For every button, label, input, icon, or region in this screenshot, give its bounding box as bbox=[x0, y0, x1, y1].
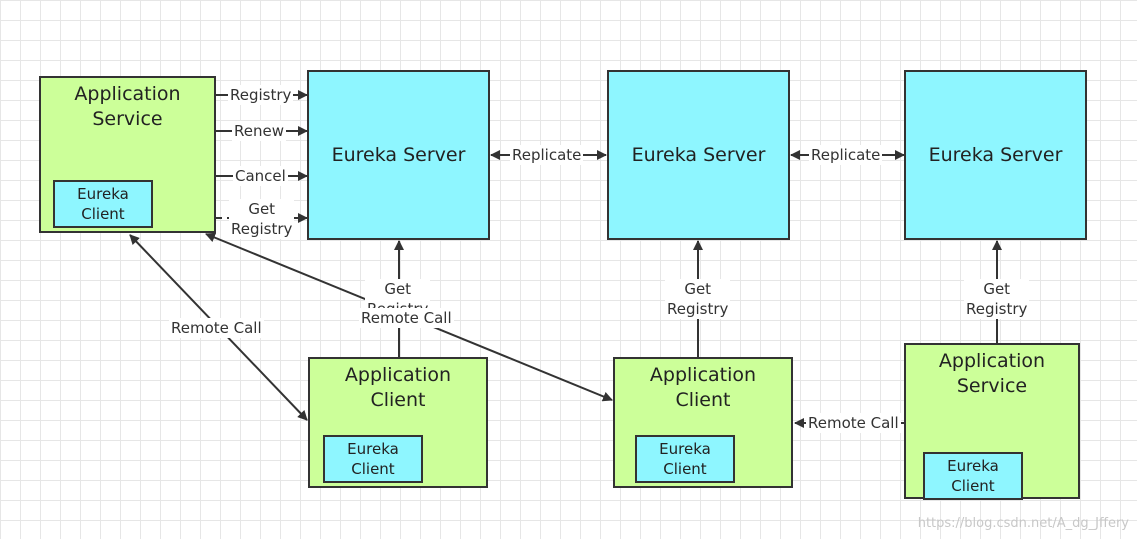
application-service-1: Application Service Eureka Client bbox=[39, 76, 216, 233]
label-replicate-1: Replicate bbox=[510, 145, 584, 165]
application-client-2-title: Application Client bbox=[649, 364, 757, 411]
eureka-server-1: Eureka Server bbox=[307, 70, 490, 240]
application-service-1-title: Application Service bbox=[74, 83, 181, 130]
eureka-server-3: Eureka Server bbox=[904, 70, 1087, 240]
watermark: https://blog.csdn.net/A_dg_Jffery bbox=[917, 516, 1129, 531]
eureka-server-1-label: Eureka Server bbox=[331, 144, 466, 166]
label-renew: Renew bbox=[232, 121, 286, 141]
eureka-server-2-label: Eureka Server bbox=[631, 144, 766, 166]
eureka-client-svc2: Eureka Client bbox=[923, 452, 1023, 500]
label-cancel: Cancel bbox=[233, 166, 288, 186]
label-get-registry-svc2: Get Registry bbox=[964, 279, 1030, 319]
eureka-client-svc1: Eureka Client bbox=[53, 180, 153, 228]
label-get-registry-cli2: Get Registry bbox=[665, 279, 731, 319]
application-client-1: Application Client Eureka Client bbox=[308, 357, 488, 488]
eureka-server-3-label: Eureka Server bbox=[928, 144, 1063, 166]
eureka-client-cli2: Eureka Client bbox=[635, 435, 735, 483]
label-replicate-2: Replicate bbox=[809, 145, 883, 165]
label-registry: Registry bbox=[228, 85, 294, 105]
application-client-2: Application Client Eureka Client bbox=[613, 357, 793, 488]
label-remote-call-2: Remote Call bbox=[359, 308, 454, 328]
eureka-server-2: Eureka Server bbox=[607, 70, 790, 240]
application-service-2: Application Service Eureka Client bbox=[904, 343, 1080, 500]
eureka-client-cli1: Eureka Client bbox=[323, 435, 423, 483]
label-remote-call-1: Remote Call bbox=[169, 318, 264, 338]
application-client-1-title: Application Client bbox=[344, 364, 452, 411]
label-get-registry-svc1: Get Registry bbox=[229, 199, 295, 239]
label-remote-call-3: Remote Call bbox=[806, 413, 901, 433]
application-service-2-title: Application Service bbox=[938, 350, 1046, 397]
